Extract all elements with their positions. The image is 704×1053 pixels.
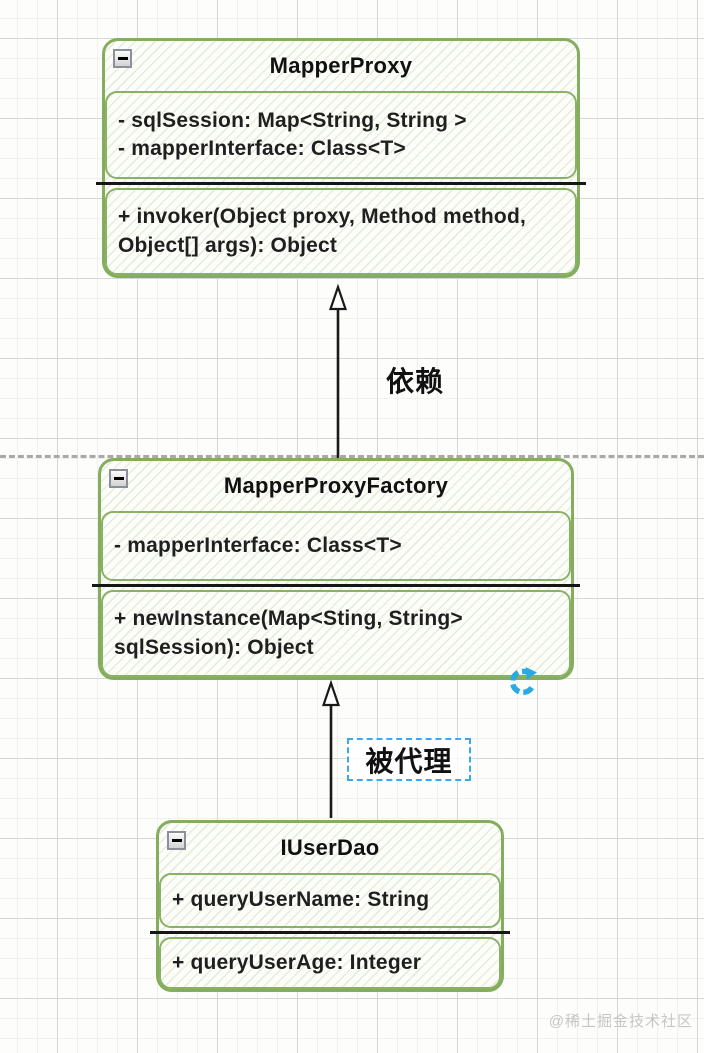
- methods-compartment[interactable]: + invoker(Object proxy, Method method, O…: [105, 188, 577, 275]
- methods-compartment[interactable]: + queryUserAge: Integer: [159, 937, 501, 989]
- methods-compartment[interactable]: + newInstance(Map<Sting, String> sqlSess…: [101, 590, 571, 677]
- section-divider: [150, 931, 510, 934]
- collapse-minus-icon[interactable]: [167, 831, 186, 850]
- page-boundary-dashed-line: [0, 455, 704, 458]
- collapse-minus-icon[interactable]: [109, 469, 128, 488]
- edge-label-proxied-selected[interactable]: 被代理: [347, 738, 471, 781]
- class-box-mapperproxyfactory[interactable]: MapperProxyFactory - mapperInterface: Cl…: [92, 458, 580, 680]
- attributes-compartment[interactable]: - sqlSession: Map<String, String > - map…: [105, 91, 577, 179]
- method-line: + queryUserAge: Integer: [172, 950, 422, 974]
- rotate-icon[interactable]: [506, 667, 540, 701]
- proxied-edge-arrow[interactable]: [321, 679, 341, 818]
- dependency-edge-arrow[interactable]: [328, 283, 348, 458]
- class-title: IUserDao: [280, 835, 380, 860]
- class-title-row: MapperProxy: [105, 41, 577, 91]
- attribute-line: - mapperInterface: Class<T>: [114, 533, 402, 557]
- minus-glyph: [171, 839, 182, 842]
- class-title-row: IUserDao: [159, 823, 501, 873]
- attributes-compartment[interactable]: + queryUserName: String: [159, 873, 501, 928]
- minus-glyph: [117, 57, 128, 60]
- minus-glyph: [113, 477, 124, 480]
- method-line: + newInstance(Map<Sting, String> sqlSess…: [114, 607, 463, 659]
- class-box-iuserdao[interactable]: IUserDao + queryUserName: String + query…: [150, 820, 510, 992]
- class-title: MapperProxy: [269, 53, 413, 78]
- edge-label-dependency[interactable]: 依赖: [386, 366, 445, 397]
- class-title-row: MapperProxyFactory: [101, 461, 571, 511]
- attributes-compartment[interactable]: - mapperInterface: Class<T>: [101, 511, 571, 581]
- watermark: @稀土掘金技术社区: [548, 1013, 693, 1030]
- class-title: MapperProxyFactory: [223, 473, 449, 498]
- method-line: + invoker(Object proxy, Method method, O…: [118, 205, 527, 257]
- attribute-line: + queryUserName: String: [172, 888, 430, 912]
- attribute-line: - sqlSession: Map<String, String >: [118, 108, 467, 132]
- section-divider: [96, 182, 586, 185]
- edge-label-text: 被代理: [365, 745, 453, 777]
- section-divider: [92, 584, 580, 587]
- collapse-minus-icon[interactable]: [113, 49, 132, 68]
- class-box-mapperproxy[interactable]: MapperProxy - sqlSession: Map<String, St…: [96, 38, 586, 278]
- attribute-line: - mapperInterface: Class<T>: [118, 137, 406, 160]
